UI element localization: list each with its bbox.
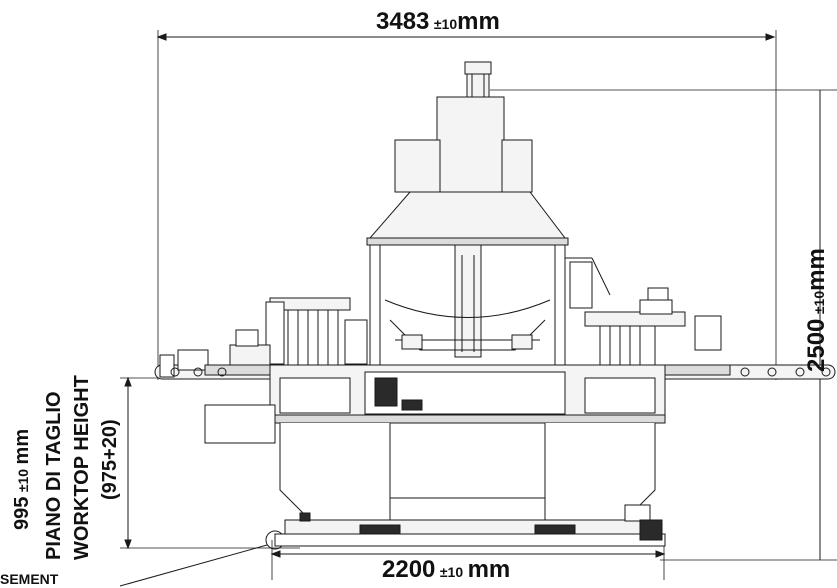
right-cutting-head (565, 257, 722, 367)
base-dimension-label: 2200 ±10 mm (382, 558, 510, 582)
width-unit: mm (457, 8, 500, 35)
worktop-range: (975+20) (99, 419, 121, 500)
width-value: 3483 (376, 8, 430, 35)
worktop-tolerance: ±10 (15, 468, 31, 493)
dimension-width-line (156, 30, 777, 380)
worktop-value: 995 (11, 496, 33, 530)
height-dimension-label: 2500 ±10mm (803, 248, 830, 372)
machine-base (274, 504, 666, 547)
width-dimension-label: 3483 ±10mm (376, 10, 500, 34)
worktop-label-it: PIANO DI TAGLIO (43, 391, 65, 560)
height-unit: mm (803, 248, 830, 291)
width-tolerance: ±10 (433, 16, 458, 32)
right-rollers (740, 367, 831, 377)
dimension-base-line (270, 540, 666, 580)
central-hood (366, 191, 569, 366)
base-value: 2200 (382, 556, 436, 583)
main-body (204, 364, 666, 521)
callout-leader (119, 530, 285, 587)
worktop-value-label: 995 ±10 mm (11, 428, 33, 530)
left-rollers (170, 367, 227, 377)
callout-label-partial: SEMENT (0, 571, 59, 587)
worktop-label-en: WORKTOP HEIGHT (71, 375, 93, 560)
left-cutting-head (229, 297, 368, 371)
base-unit: mm (467, 556, 511, 583)
base-tolerance: ±10 (439, 564, 464, 580)
rear-housing (394, 96, 533, 193)
height-value: 2500 (803, 318, 830, 372)
worktop-unit: mm (11, 428, 33, 465)
height-tolerance: ±10 (811, 290, 827, 315)
dimension-height-line (490, 89, 837, 561)
